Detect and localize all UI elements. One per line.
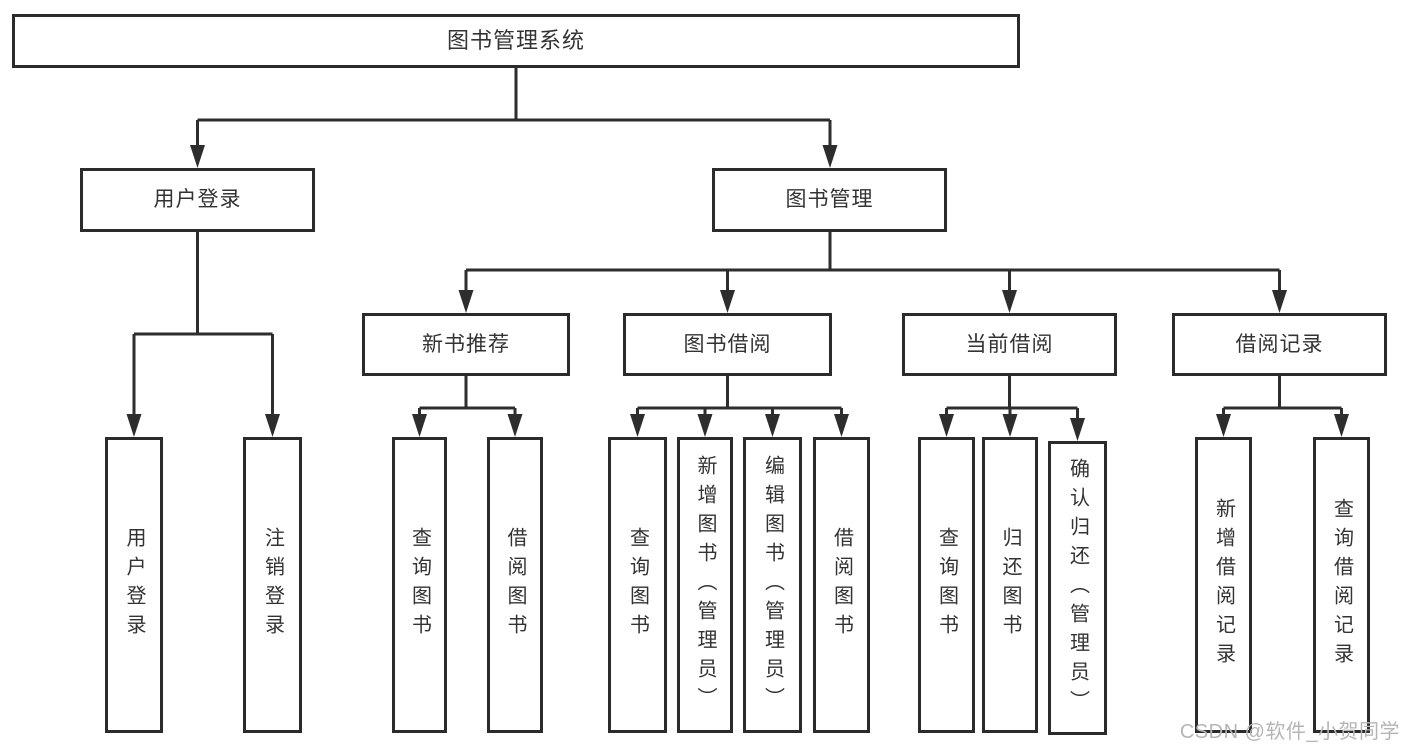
leaf-logout: 注销登录 [243,437,302,733]
leaf-query-borrow-record: 查询借阅记录 [1313,437,1370,733]
node-label: 用户登录 [153,188,242,212]
leaf-query-books-recommend: 查询图书 [392,437,447,733]
node-label: 借阅记录 [1235,332,1324,356]
node-label: 借阅图书 [830,527,853,643]
leaf-add-books-admin: 新增图书（管理员） [677,437,733,733]
node-book-management: 图书管理 [712,168,947,232]
node-label: 确认归还（管理员） [1066,457,1089,719]
node-label: 查询图书 [935,527,958,643]
leaf-query-books-borrow: 查询图书 [608,437,667,733]
node-label: 查询图书 [408,527,431,643]
leaf-confirm-return-admin: 确认归还（管理员） [1048,441,1107,735]
node-label: 图书管理系统 [446,27,585,53]
node-label: 当前借阅 [965,332,1054,356]
node-label: 新增图书（管理员） [694,454,716,716]
node-label: 查询图书 [626,527,649,643]
node-new-book-recommend: 新书推荐 [362,313,570,376]
leaf-borrow-books: 借阅图书 [813,437,870,733]
csdn-watermark: CSDN @软件_小贺同学 [1179,721,1400,743]
node-label: 图书借阅 [683,332,772,356]
node-label: 新增借阅记录 [1212,498,1235,672]
leaf-return-books: 归还图书 [982,437,1038,733]
node-user-login: 用户登录 [80,168,315,232]
node-label: 用户登录 [123,527,145,643]
node-library-management-system: 图书管理系统 [12,14,1020,68]
node-label: 归还图书 [999,527,1021,643]
leaf-user-login: 用户登录 [105,437,163,733]
node-borrow-records: 借阅记录 [1172,313,1387,376]
node-book-borrow: 图书借阅 [623,313,832,376]
node-label: 借阅图书 [504,527,526,643]
node-label: 查询借阅记录 [1330,498,1353,672]
leaf-query-books-current: 查询图书 [918,437,975,733]
node-label: 注销登录 [261,527,284,643]
connector-arrowheads [126,145,1349,441]
node-label: 新书推荐 [422,332,510,356]
leaf-edit-books-admin: 编辑图书（管理员） [743,437,802,733]
node-label: 编辑图书（管理员） [761,454,784,716]
connector-shafts [132,68,1343,420]
leaf-add-borrow-record: 新增借阅记录 [1195,437,1252,733]
leaf-borrow-books-recommend: 借阅图书 [487,437,543,733]
node-label: 图书管理 [785,188,874,212]
node-current-borrow: 当前借阅 [902,313,1117,376]
